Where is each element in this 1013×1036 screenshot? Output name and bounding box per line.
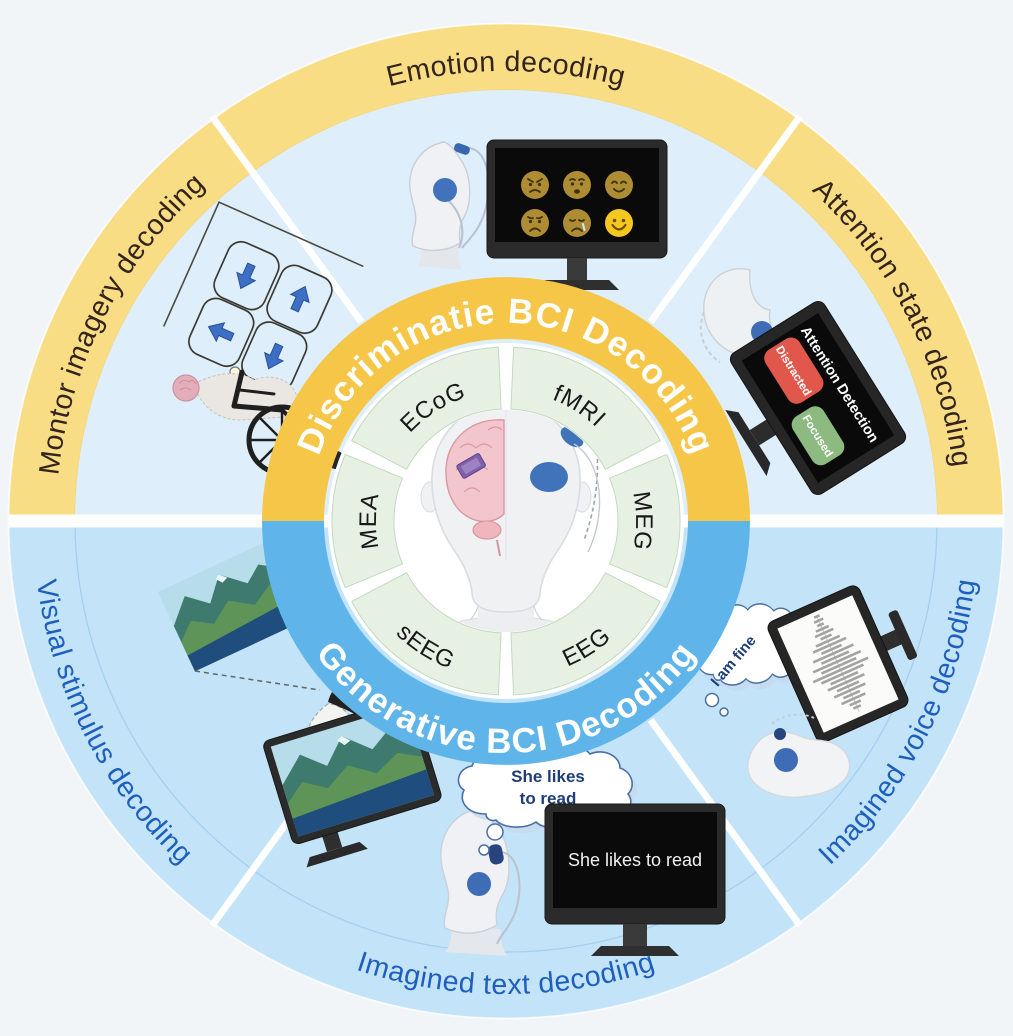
ecog-segment — [351, 346, 502, 470]
content-emoji-icon — [605, 171, 633, 199]
implant-icon — [454, 143, 470, 155]
sad-emoji-icon — [521, 209, 549, 237]
imagined-text-head-illustration — [440, 809, 521, 956]
seeg-segment — [351, 572, 502, 696]
eeg-segment — [510, 572, 661, 696]
thought-text-line2: to read — [520, 789, 577, 808]
mea-segment — [331, 453, 404, 589]
electrode-icon — [530, 462, 568, 492]
generative-banner-arc — [262, 521, 750, 765]
outer-rim — [7, 22, 1005, 1020]
worried-emoji-icon — [563, 171, 591, 199]
voice-head-illustration — [747, 713, 851, 798]
attention-monitor: Attention Detection Distracted Focused — [725, 300, 907, 496]
electrode-icon — [467, 872, 491, 896]
focused-badge — [791, 406, 845, 466]
voice-waveform-monitor — [767, 585, 918, 743]
voice-thought-bubble: I am fine — [688, 597, 812, 717]
implant-icon — [488, 844, 504, 865]
decoded-text-output: She likes to read — [568, 850, 702, 870]
text-thought-bubble: She likes to read — [457, 742, 638, 856]
electrode-icon — [433, 178, 457, 202]
emotion-head-illustration — [409, 141, 490, 270]
modality-ring — [331, 346, 681, 696]
electrode-icon — [774, 748, 798, 772]
meg-segment — [608, 453, 681, 589]
happy-emoji-icon — [605, 209, 633, 237]
fmri-segment — [510, 346, 661, 470]
discriminative-banner-arc — [262, 277, 750, 521]
angry-emoji-icon — [521, 171, 549, 199]
imagined-text-monitor: She likes to read — [544, 803, 726, 956]
modality-label-meg: MEG — [627, 490, 657, 553]
crying-emoji-icon — [563, 209, 591, 237]
implant-icon — [774, 728, 786, 740]
audio-waveform-icon — [812, 614, 869, 710]
distracted-badge — [764, 337, 824, 404]
thought-text-line1: She likes — [511, 767, 585, 786]
emoji-grid — [521, 171, 633, 237]
neural-chip-icon — [456, 453, 486, 479]
modality-label-mea: MEA — [355, 491, 385, 551]
